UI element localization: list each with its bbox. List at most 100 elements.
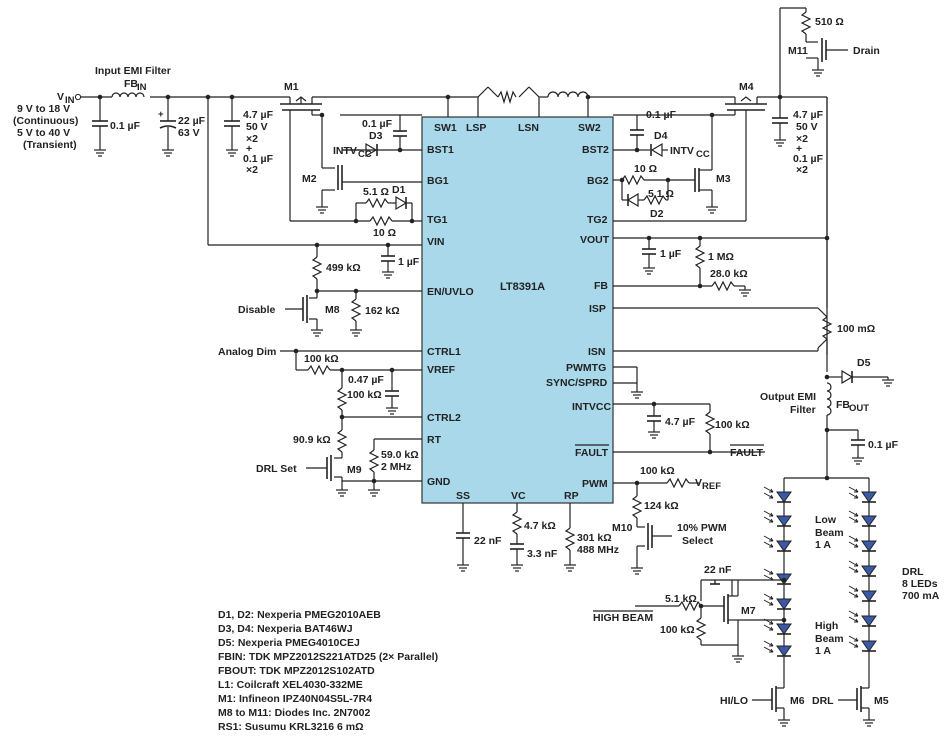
pin-rp: RP bbox=[564, 490, 579, 502]
drl-3: 700 mA bbox=[902, 590, 940, 602]
out-filter1: Output EMI bbox=[760, 391, 816, 403]
pin-pwm: PWM bbox=[582, 478, 608, 490]
ic-name: LT8391A bbox=[500, 281, 545, 293]
hilo-label: HI/LO bbox=[720, 695, 748, 707]
cout5-label: 0.1 µF bbox=[793, 153, 824, 165]
d5-label: D5 bbox=[857, 357, 871, 369]
r1m-label: 1 MΩ bbox=[708, 251, 734, 263]
r100k-fault-label: 100 kΩ bbox=[715, 419, 750, 431]
intvcc1-sub: CC bbox=[358, 149, 372, 160]
r100ka-label: 100 kΩ bbox=[304, 353, 339, 365]
high-beam-sig-label: HIGH BEAM bbox=[593, 612, 653, 624]
bom-line: M1: Infineon IPZ40N04S5L-7R4 bbox=[218, 693, 372, 705]
m7-label: M7 bbox=[741, 605, 756, 617]
led bbox=[848, 585, 877, 602]
m6-label: M6 bbox=[790, 695, 805, 707]
bom-line: D5: Nexperia PMEG4010CEJ bbox=[218, 637, 360, 649]
d3-label: D3 bbox=[369, 130, 383, 142]
cin3c-label: ×2 bbox=[246, 133, 258, 145]
r51a-label: 5.1 Ω bbox=[363, 186, 389, 198]
r10b-label: 10 Ω bbox=[634, 163, 657, 175]
c01-out-label: 0.1 µF bbox=[868, 439, 899, 451]
input-filter-title: Input EMI Filter bbox=[95, 65, 171, 77]
low-beam-2: Beam bbox=[815, 527, 844, 539]
r100k-hb-label: 100 kΩ bbox=[660, 624, 695, 636]
fault-label: FAULT bbox=[730, 447, 764, 459]
m3-label: M3 bbox=[716, 173, 731, 185]
vin-range1-note: (Continuous) bbox=[13, 115, 78, 127]
cout1-label: 4.7 µF bbox=[793, 109, 824, 121]
analog-dim-label: Analog Dim bbox=[218, 346, 276, 358]
m2-label: M2 bbox=[302, 173, 317, 185]
pin-lsp: LSP bbox=[466, 122, 486, 134]
bom-line: D3, D4: Nexperia BAT46WJ bbox=[218, 623, 353, 635]
r100kb-label: 100 kΩ bbox=[347, 389, 382, 401]
pin-fb: FB bbox=[594, 280, 608, 292]
low-beam-1: Low bbox=[815, 514, 837, 526]
pin-gnd: GND bbox=[427, 476, 451, 488]
c47-intvcc-label: 4.7 µF bbox=[665, 416, 696, 428]
led bbox=[763, 510, 792, 527]
m5-label: M5 bbox=[874, 695, 889, 707]
fbout-label: FB bbox=[836, 399, 850, 411]
led bbox=[848, 635, 877, 652]
cout2-label: 50 V bbox=[796, 121, 818, 133]
vin-label: V bbox=[57, 91, 64, 103]
pin-tg1: TG1 bbox=[427, 214, 448, 226]
cin2b-label: 63 V bbox=[178, 127, 200, 139]
led bbox=[848, 610, 877, 627]
pin-sw1: SW1 bbox=[434, 122, 457, 134]
r590k-label: 59.0 kΩ bbox=[381, 449, 419, 461]
r28k-label: 28.0 kΩ bbox=[710, 268, 748, 280]
bom-line: RS1: Susumu KRL3216 6 mΩ bbox=[218, 721, 364, 733]
led bbox=[763, 640, 792, 657]
bom-line: D1, D2: Nexperia PMEG2010AEB bbox=[218, 609, 381, 621]
cout4-label: + bbox=[796, 143, 802, 155]
m10-label: M10 bbox=[612, 522, 633, 534]
pwm-select-label: Select bbox=[682, 535, 713, 547]
r100k-pwm-label: 100 kΩ bbox=[640, 465, 675, 477]
pin-sw2: SW2 bbox=[578, 122, 601, 134]
cbst2-label: 0.1 µF bbox=[646, 109, 677, 121]
high-beam-2: Beam bbox=[815, 633, 844, 645]
svg-text:+: + bbox=[158, 109, 164, 120]
led bbox=[763, 486, 792, 503]
drl-set-label: DRL Set bbox=[256, 463, 297, 475]
bom-line: FBOUT: TDK MPZ2012S102ATD bbox=[218, 665, 375, 677]
m9-label: M9 bbox=[347, 464, 362, 476]
f488-label: 488 MHz bbox=[577, 544, 619, 556]
pin-ss: SS bbox=[456, 490, 470, 502]
d4-label: D4 bbox=[654, 130, 668, 142]
cin3a-label: 4.7 µF bbox=[243, 109, 274, 121]
fbout-sub: OUT bbox=[849, 403, 869, 414]
fbin-sub: IN bbox=[137, 82, 147, 93]
vref-pwm-sub: REF bbox=[702, 481, 721, 492]
c22n-hb-label: 22 nF bbox=[704, 564, 732, 576]
pin-bg2: BG2 bbox=[587, 175, 609, 187]
led bbox=[848, 510, 877, 527]
drl-1: DRL bbox=[902, 566, 924, 578]
r124k-label: 124 kΩ bbox=[644, 500, 679, 512]
r10a-label: 10 Ω bbox=[373, 227, 396, 239]
drain-label: Drain bbox=[853, 45, 880, 57]
pin-intvcc: INTVCC bbox=[572, 401, 612, 413]
vin-sub: IN bbox=[65, 95, 75, 106]
bom-line: M8 to M11: Diodes Inc. 2N7002 bbox=[218, 707, 370, 719]
cin3f-label: ×2 bbox=[246, 164, 258, 176]
pin-vin: VIN bbox=[427, 236, 445, 248]
pin-fault: FAULT bbox=[575, 447, 609, 459]
m8-label: M8 bbox=[325, 304, 340, 316]
led bbox=[848, 560, 877, 577]
pin-ctrl2: CTRL2 bbox=[427, 412, 461, 424]
c047-label: 0.47 µF bbox=[348, 374, 384, 386]
vin-range1: 9 V to 18 V bbox=[17, 103, 70, 115]
vref-pwm-label: V bbox=[695, 477, 702, 489]
r162k-label: 162 kΩ bbox=[365, 305, 400, 317]
r51b-label: 5.1 Ω bbox=[648, 188, 674, 200]
cin2a-label: 22 µF bbox=[178, 115, 206, 127]
r301k-label: 301 kΩ bbox=[577, 532, 612, 544]
cout6-label: ×2 bbox=[796, 164, 808, 176]
disable-label: Disable bbox=[238, 304, 276, 316]
vin-range2-note: (Transient) bbox=[23, 139, 77, 151]
